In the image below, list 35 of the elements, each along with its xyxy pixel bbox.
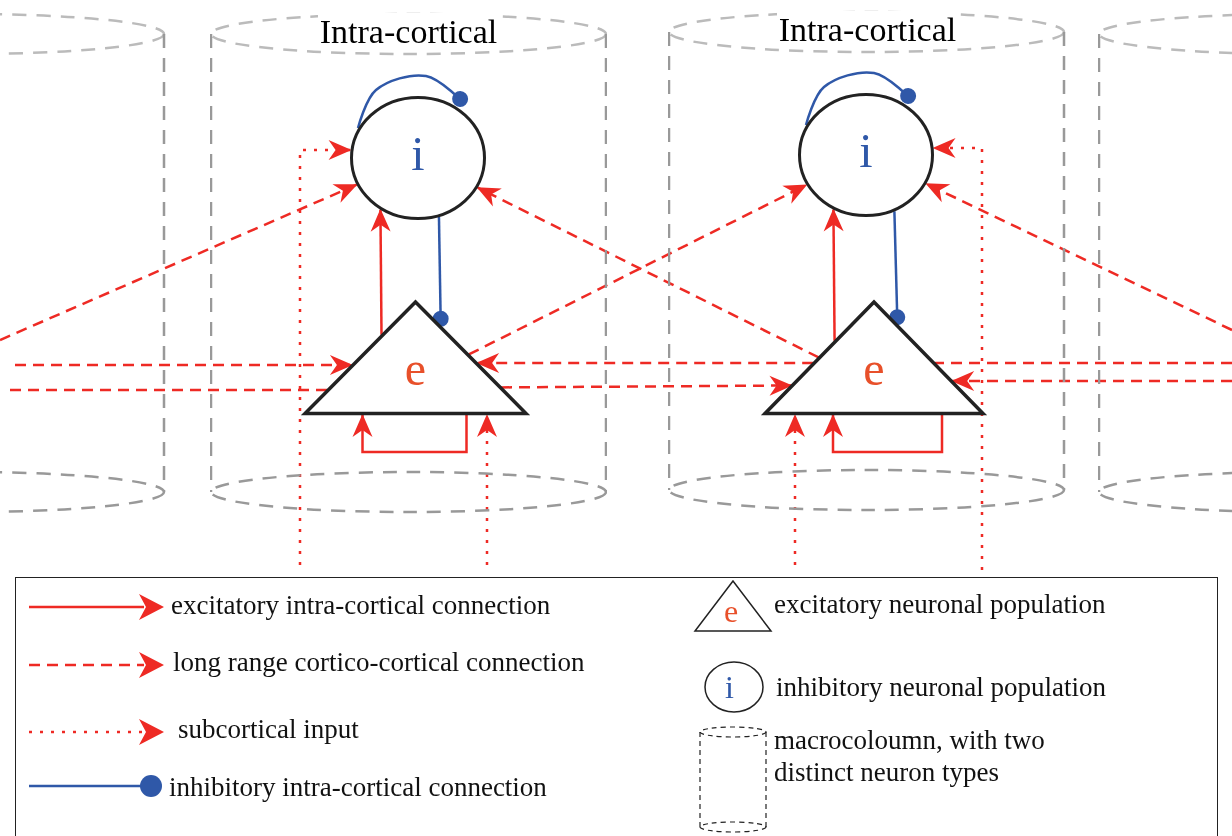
legend-text: long range cortico-cortical connection xyxy=(173,646,585,678)
legend-symbol-letter: e xyxy=(724,594,739,628)
arrow xyxy=(823,208,844,341)
dashed-arrow xyxy=(501,375,793,396)
legend-text: subcortical input xyxy=(178,713,359,745)
inhibitory-population-circle xyxy=(350,96,486,220)
arrow xyxy=(370,208,391,335)
excitatory-population-triangle xyxy=(303,300,528,415)
legend-text: excitatory intra-cortical connection xyxy=(171,589,551,621)
node-label: e xyxy=(404,342,427,395)
dashed-arrow xyxy=(15,355,353,375)
inhibitory-connector xyxy=(889,211,906,326)
dashed-arrow xyxy=(298,140,352,565)
dashed-arrow xyxy=(0,183,358,342)
arrow xyxy=(352,414,468,454)
node-label: i xyxy=(411,127,425,180)
legend-symbol-letter: i xyxy=(725,670,734,704)
node-label: i xyxy=(859,124,873,177)
legend-text: excitatory neuronal population xyxy=(774,588,1106,620)
node-label: e xyxy=(863,342,885,395)
dashed-arrow xyxy=(925,182,1232,332)
dashed-arrow xyxy=(785,414,805,565)
dashed-arrow xyxy=(476,353,814,373)
inhibitory-connector xyxy=(356,74,469,129)
excitatory-population-triangle xyxy=(763,300,985,415)
inhibitory-connector xyxy=(432,216,449,327)
legend-text: inhibitory neuronal population xyxy=(776,671,1106,703)
inhibitory-connector xyxy=(804,71,917,126)
dashed-arrow xyxy=(477,414,497,565)
inhibitory-population-circle xyxy=(798,93,934,217)
arrow xyxy=(823,414,944,454)
legend-text: macrocoloumn, with two distinct neuron types xyxy=(774,724,1046,788)
dashed-arrow xyxy=(932,138,984,570)
dashed-arrow xyxy=(951,371,1232,391)
legend-text: inhibitory intra-cortical connection xyxy=(169,771,547,803)
